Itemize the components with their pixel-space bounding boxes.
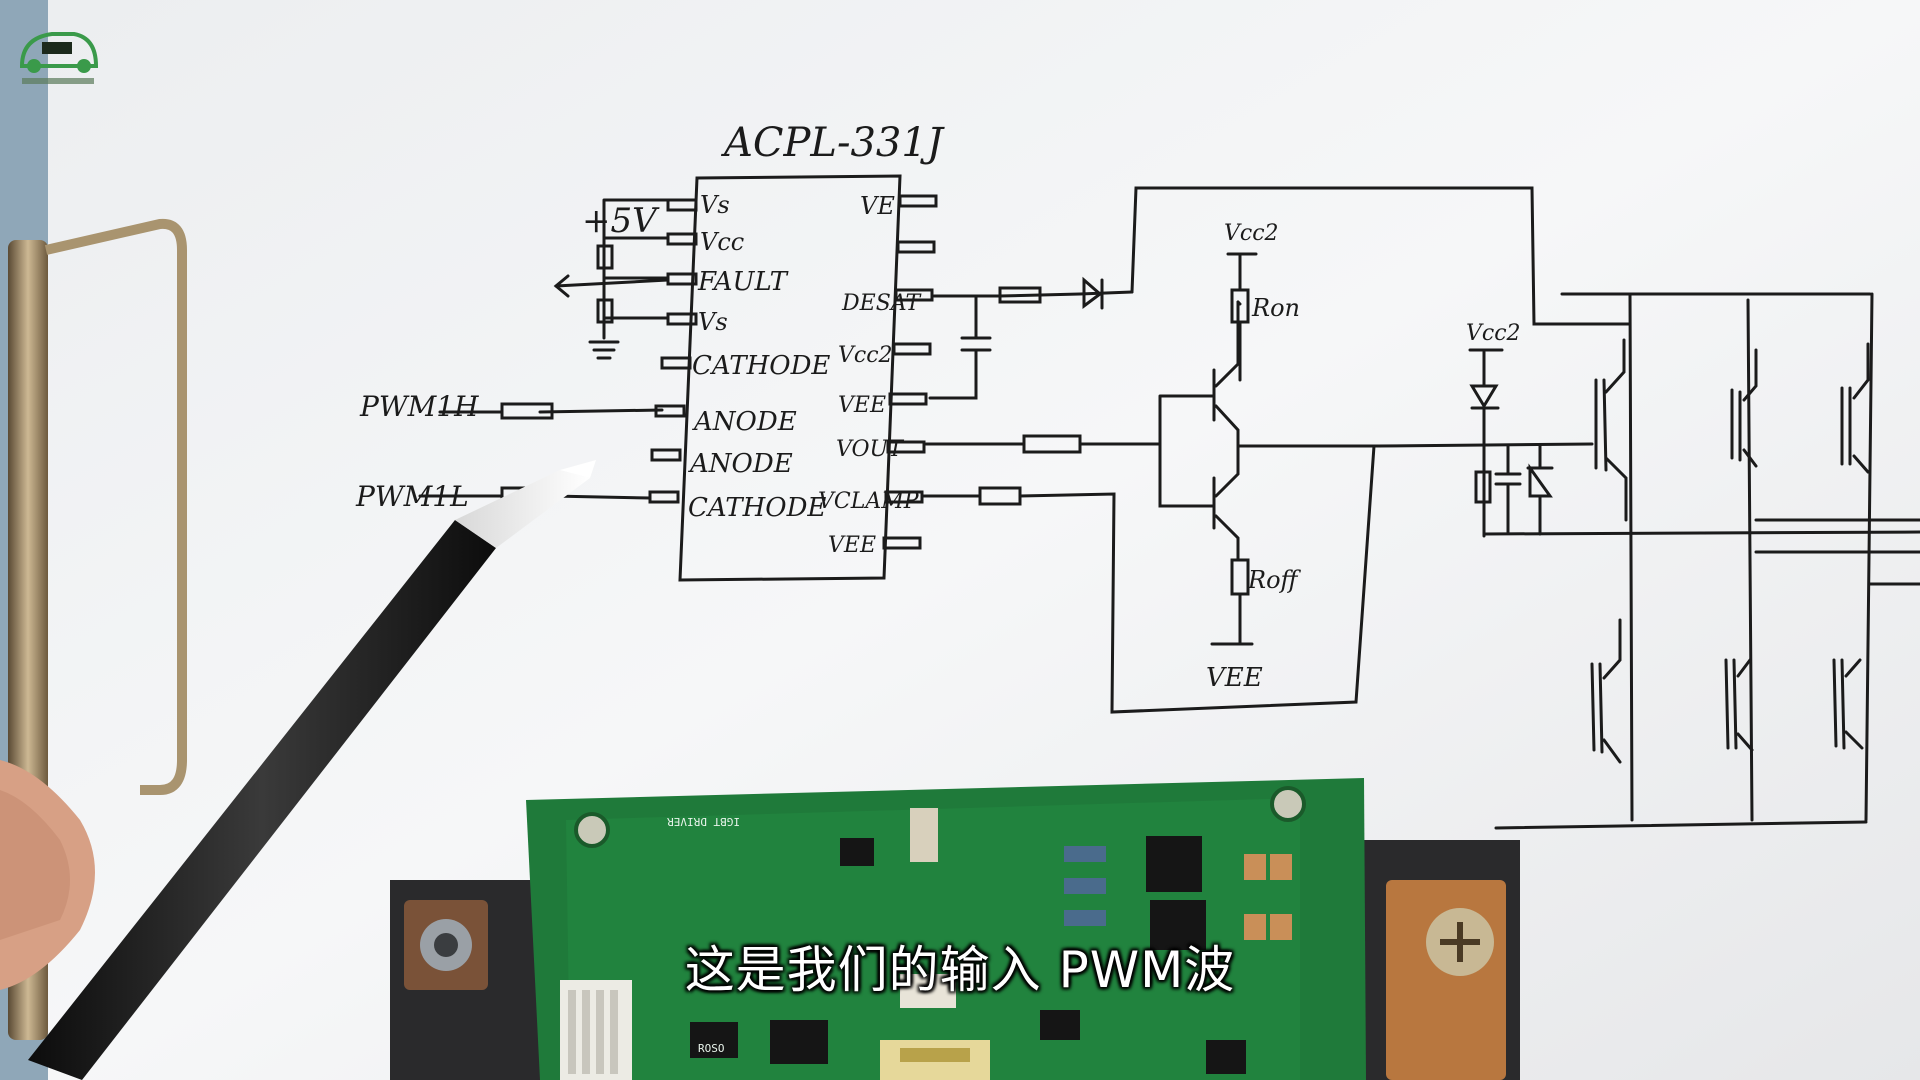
channel-logo [19, 32, 99, 84]
schematic-labels: ACPL-331J +5V Vs Vcc FAULT Vs CATHODE AN… [355, 120, 1521, 693]
left-pin-1: Vs [700, 191, 730, 219]
chip-body [678, 174, 902, 582]
chip-title: ACPL-331J [720, 120, 945, 166]
left-pin-8: CATHODE [688, 493, 826, 523]
left-pin-3: FAULT [697, 267, 789, 297]
right-pin-ve: VE [860, 192, 895, 220]
left-pin-2: Vcc [700, 228, 744, 256]
vcc2-top-label: Vcc2 [1224, 221, 1279, 246]
ron-label: Ron [1251, 294, 1300, 322]
left-pin-7: ANODE [688, 449, 793, 479]
right-pin-vee: VEE [838, 393, 886, 418]
right-pin-vout: VOUT [836, 437, 905, 462]
input-pwm-low: PWM1L [355, 480, 469, 513]
right-pin-vcc2: Vcc2 [838, 343, 893, 368]
roff-label: Roff [1247, 566, 1302, 594]
hand [0, 760, 95, 990]
video-subtitle: 这是我们的输入 PWM波 [684, 941, 1236, 999]
vcc2-clamp-label: Vcc2 [1466, 321, 1521, 346]
pointer-pen [28, 460, 596, 1080]
part-code: ROSO [698, 1042, 725, 1055]
left-pin-5: CATHODE [692, 351, 830, 381]
supply-label: +5V [582, 201, 660, 241]
vee-bottom-label: VEE [1206, 663, 1263, 693]
schematic-drawing [418, 174, 1920, 830]
driver-board: IGBT DRIVER ROSO [526, 778, 1366, 1080]
left-pin-6: ANODE [692, 407, 797, 437]
right-pin-vclamp: VCLAMP [818, 489, 920, 514]
right-pin-vee-2: VEE [828, 533, 876, 558]
right-pin-desat: DESAT [841, 291, 922, 316]
board-silkscreen: IGBT DRIVER [667, 815, 740, 828]
input-pwm-high: PWM1H [359, 390, 479, 423]
left-pin-4: Vs [698, 308, 728, 336]
